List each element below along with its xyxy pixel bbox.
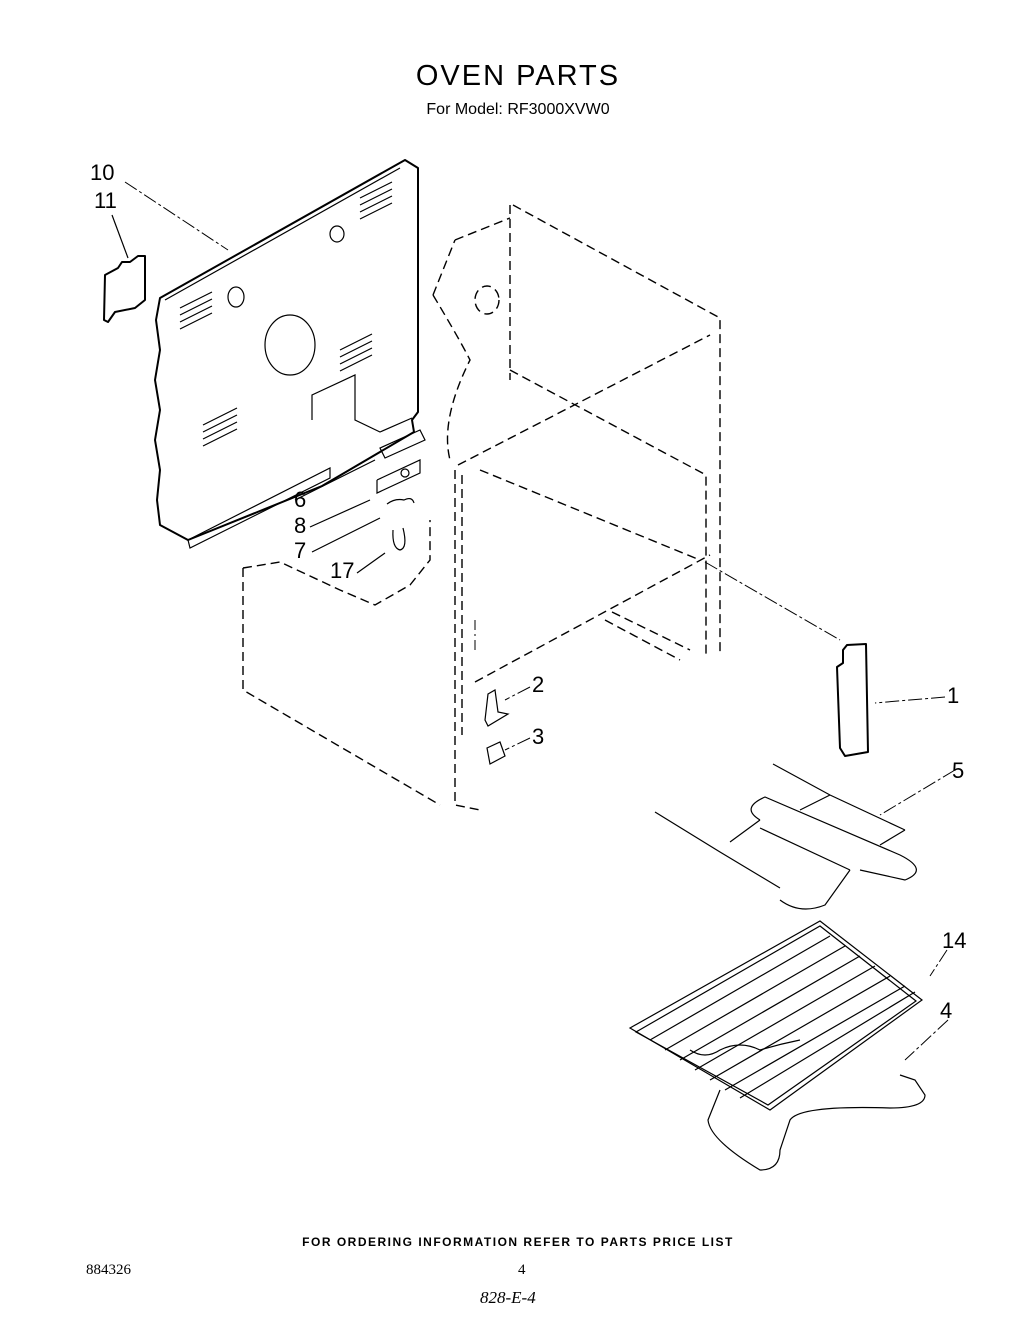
callout-3: 3 [532,724,545,749]
callout-8: 8 [294,513,307,538]
document-number: 884326 [86,1262,131,1278]
oven-cabinet-drawing [242,204,721,811]
callout-6: 6 [294,487,307,512]
callout-1: 1 [947,683,960,708]
callout-4: 4 [940,998,953,1023]
handwritten-code: 828-E-4 [480,1288,536,1307]
callout-10: 10 [90,160,115,185]
page-number: 4 [518,1262,526,1278]
broil-element-drawing [654,763,917,910]
ordering-note: FOR ORDERING INFORMATION REFER TO PARTS … [302,1235,734,1249]
bracket-3-drawing [486,741,506,765]
callout-2: 2 [532,672,545,697]
side-bracket-drawing [836,643,869,757]
model-subtitle: For Model: RF3000XVW0 [426,101,610,118]
cover-plate-drawing [103,255,146,323]
callout-leaders [111,181,956,1061]
callout-17: 17 [330,558,355,583]
callout-5: 5 [952,758,965,783]
rack-and-bake-element-drawing [628,920,926,1171]
callout-11: 11 [94,188,117,213]
back-panel-drawing [154,159,419,549]
small-parts-drawing [376,429,426,551]
callout-7: 7 [294,538,307,563]
bracket-2-drawing [484,689,510,727]
page-title: OVEN PARTS [415,60,621,92]
callout-14: 14 [942,928,967,953]
